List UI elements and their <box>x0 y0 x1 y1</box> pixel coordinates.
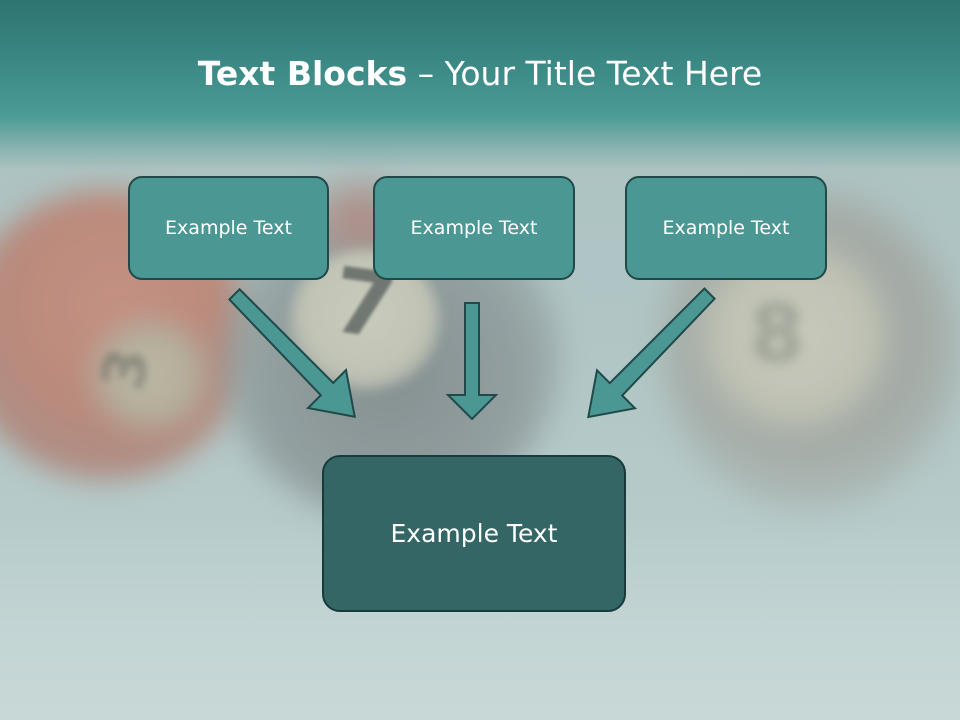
background-ball-red-spot <box>90 320 210 430</box>
title-rest-part: – Your Title Text Here <box>407 54 763 93</box>
text-block-1: Example Text <box>128 176 329 280</box>
title-bold-part: Text Blocks <box>197 54 408 93</box>
ball-number-glyph: 8 <box>750 290 805 380</box>
text-block-main: Example Text <box>322 455 626 612</box>
text-block-2-label: Example Text <box>410 217 538 239</box>
text-block-3-label: Example Text <box>662 217 790 239</box>
slide-title: Text Blocks – Your Title Text Here <box>0 52 960 96</box>
arrow-right-diagonal <box>587 287 716 419</box>
text-block-1-label: Example Text <box>165 217 292 239</box>
arrow-center-down <box>445 302 499 421</box>
text-block-main-label: Example Text <box>390 519 558 548</box>
arrow-left-diagonal <box>228 287 356 418</box>
title-band <box>0 0 960 170</box>
text-block-2: Example Text <box>373 176 575 280</box>
text-block-3: Example Text <box>625 176 827 280</box>
